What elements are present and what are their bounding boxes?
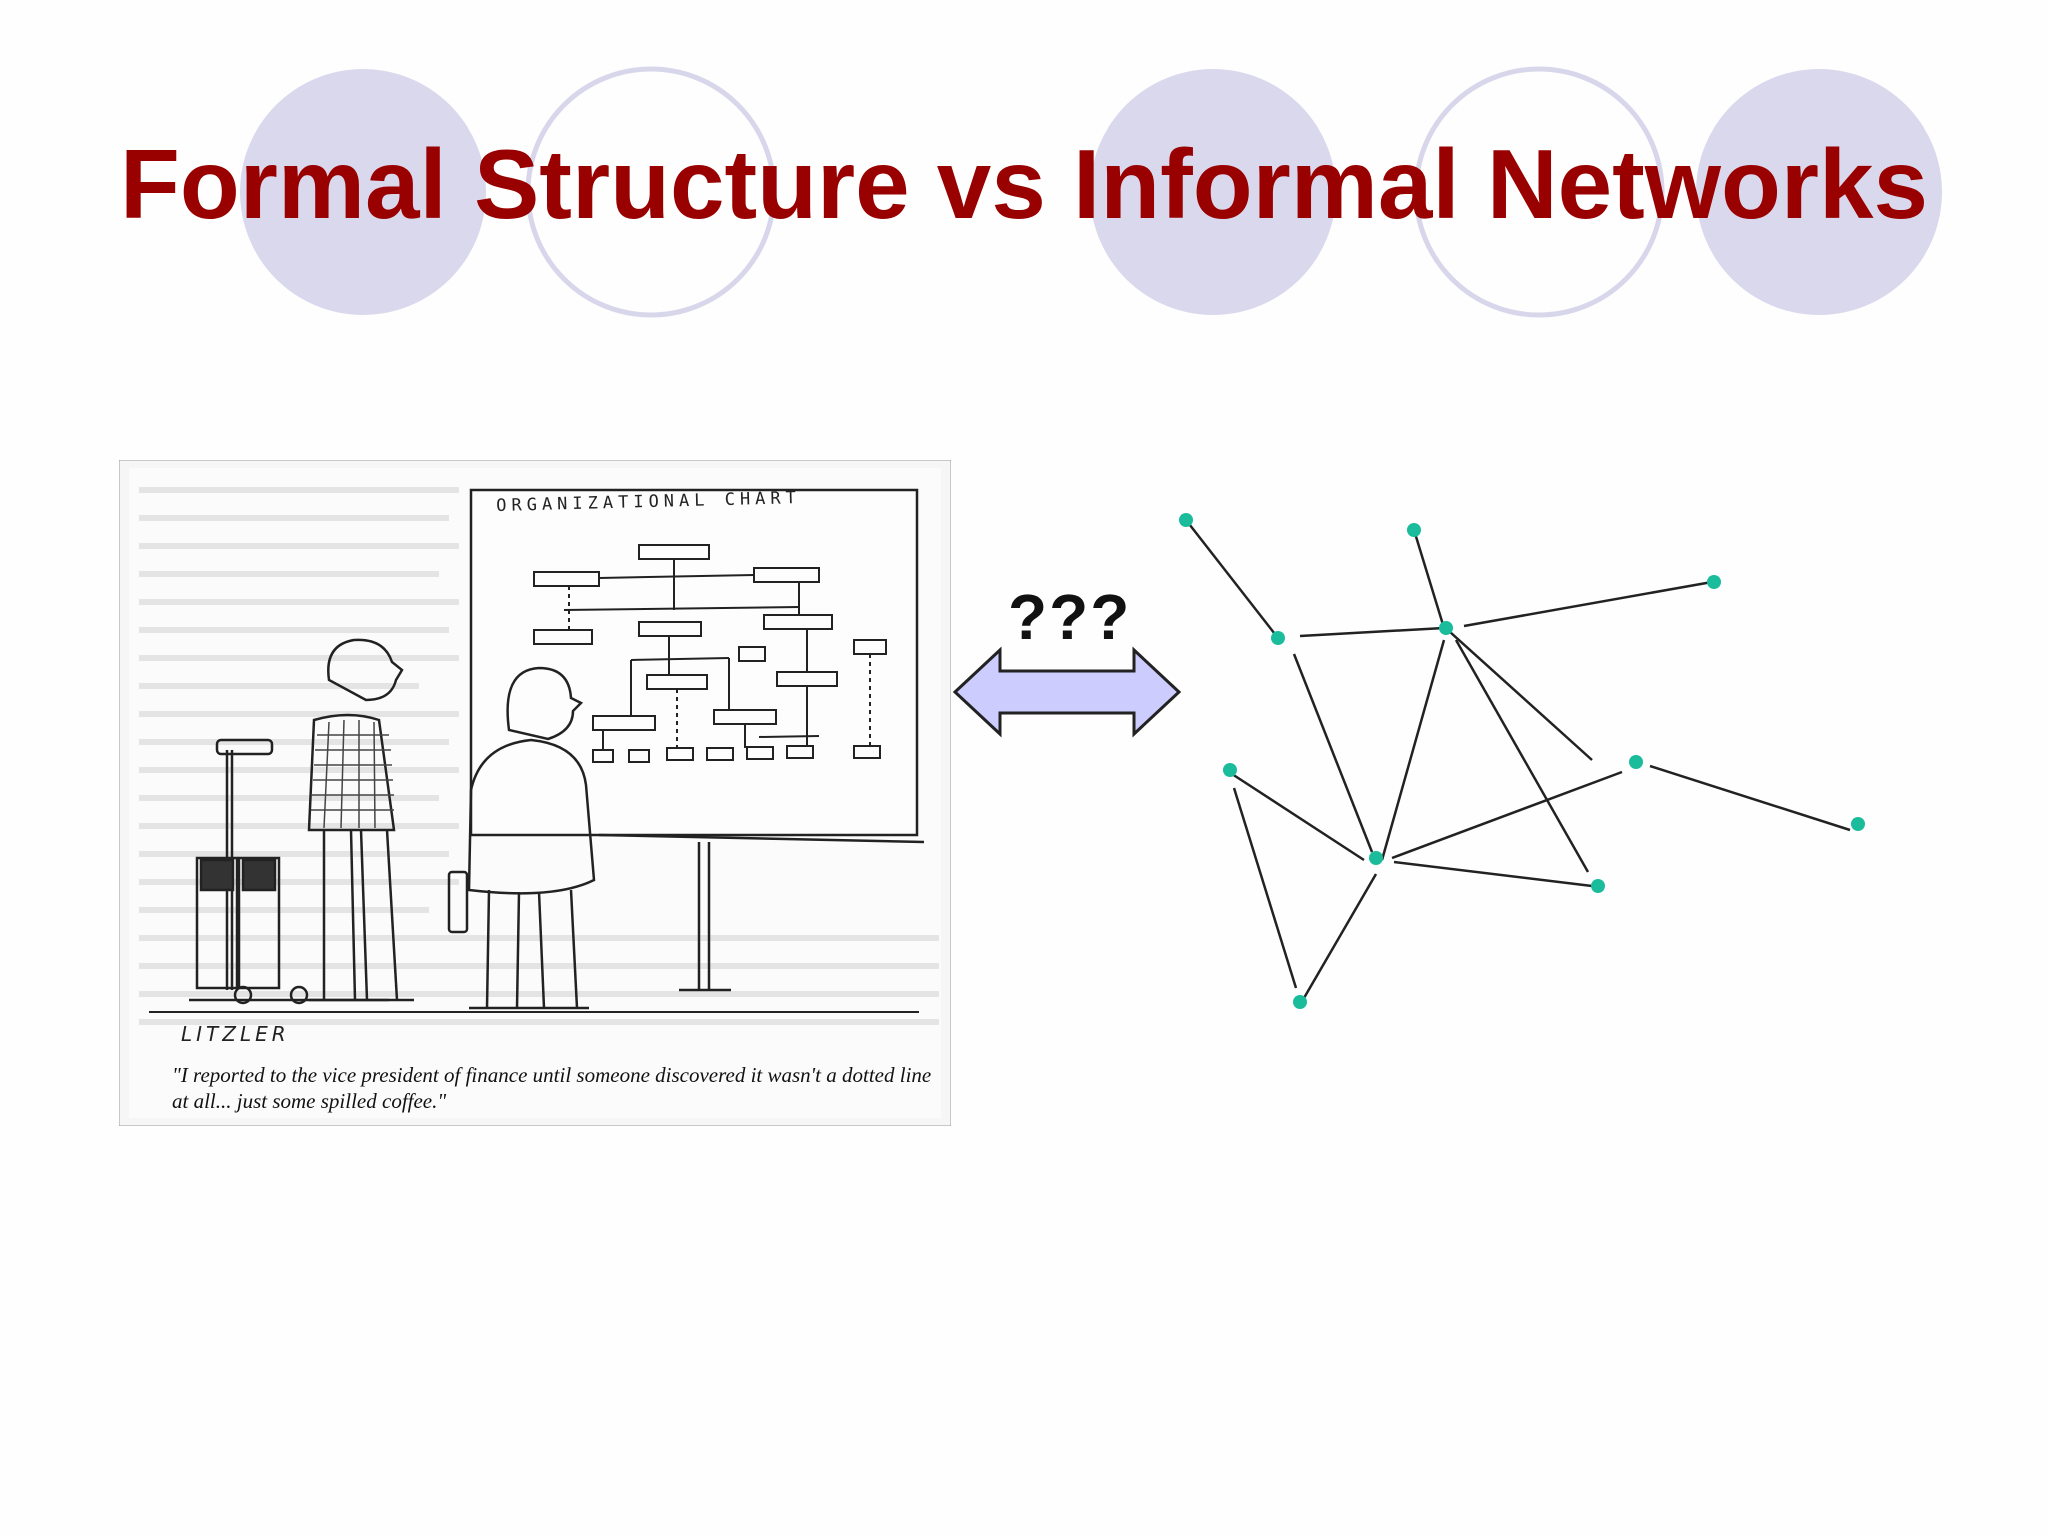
network-nodes: [1179, 513, 1865, 1009]
person-plaid: [307, 638, 414, 1002]
network-node: [1271, 631, 1285, 645]
network-node: [1591, 879, 1605, 893]
double-arrow-icon: [952, 646, 1182, 738]
luggage-cart: [189, 738, 389, 1005]
decorative-circles: [240, 66, 1942, 318]
cartoon-image: [119, 460, 951, 1126]
network-node: [1223, 763, 1237, 777]
slide-title: Formal Structure vs Informal Networks: [119, 129, 1929, 239]
person-bald: [447, 666, 596, 1010]
network-node: [1179, 513, 1193, 527]
network-node: [1629, 755, 1643, 769]
network-node: [1439, 621, 1453, 635]
network-node: [1707, 575, 1721, 589]
filled-circle: [1696, 69, 1942, 315]
network-edges: [1185, 519, 1851, 999]
network-node: [1293, 995, 1307, 1009]
cartoon-signature: LITZLER: [181, 1022, 290, 1046]
network-node: [1369, 851, 1383, 865]
network-node: [1407, 523, 1421, 537]
filled-circle: [1090, 69, 1336, 315]
question-label: ???: [1008, 581, 1132, 653]
ring-circle: [525, 66, 777, 318]
network-node: [1851, 817, 1865, 831]
easel-board: [469, 488, 919, 837]
network-graph: [1179, 513, 1865, 1009]
ring-circle: [1413, 66, 1665, 318]
cartoon-caption: "I reported to the vice president of fin…: [172, 1063, 932, 1113]
filled-circle: [240, 69, 486, 315]
